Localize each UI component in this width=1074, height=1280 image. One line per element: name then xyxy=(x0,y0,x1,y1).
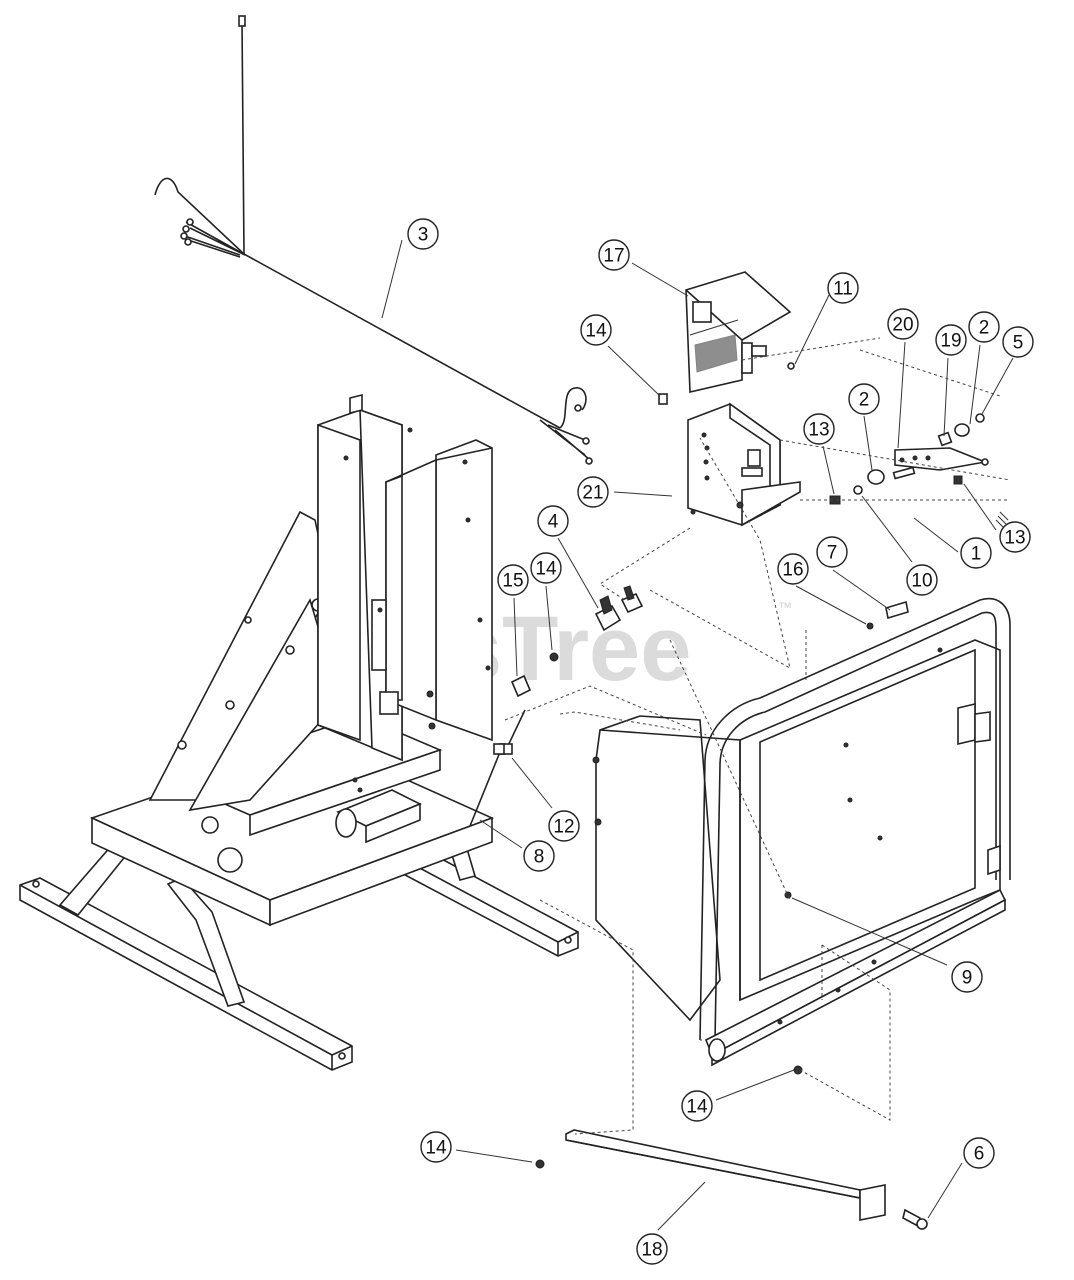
callout-14: 14 xyxy=(681,1090,713,1122)
callout-circle xyxy=(906,564,938,596)
callout-circle xyxy=(598,239,630,271)
callout-number: 9 xyxy=(962,968,973,989)
callout-circle xyxy=(580,314,612,346)
callout-number: 15 xyxy=(502,571,523,592)
callout-circle xyxy=(548,810,580,842)
callout-number: 13 xyxy=(808,420,829,441)
callout-9: 9 xyxy=(951,961,983,993)
callout-circle xyxy=(951,961,983,993)
callout-circle xyxy=(848,383,880,415)
callout-number: 14 xyxy=(585,321,607,342)
callout-circle xyxy=(530,552,562,584)
callout-21: 21 xyxy=(577,476,609,508)
callout-2: 2 xyxy=(848,383,880,415)
callout-circle xyxy=(935,324,967,356)
callout-number: 14 xyxy=(686,1097,708,1118)
callout-number: 12 xyxy=(553,817,574,838)
callout-10: 10 xyxy=(906,564,938,596)
callout-circle xyxy=(420,1131,452,1163)
callout-number: 1 xyxy=(971,544,982,565)
hopper-box xyxy=(592,597,1011,1075)
callout-number: 11 xyxy=(833,279,853,300)
control-box xyxy=(658,271,801,527)
callout-number: 5 xyxy=(1013,333,1024,354)
callout-number: 17 xyxy=(603,246,624,267)
callout-number: 2 xyxy=(859,390,870,411)
callout-circle xyxy=(968,311,1000,343)
callout-number: 8 xyxy=(534,847,545,868)
latch-hardware xyxy=(829,413,1009,529)
bolts xyxy=(469,709,526,827)
callout-11: 11 xyxy=(827,272,859,304)
callout-circle xyxy=(963,1137,995,1169)
callout-circle xyxy=(887,308,919,340)
callout-number: 18 xyxy=(641,1240,662,1261)
callout-circle xyxy=(1002,326,1034,358)
callout-circle xyxy=(636,1233,668,1265)
callout-19: 19 xyxy=(935,324,967,356)
callout-circle xyxy=(777,553,809,585)
callout-number: 6 xyxy=(974,1144,985,1165)
callout-16: 16 xyxy=(777,553,809,585)
callout-number: 2 xyxy=(979,318,990,339)
watermark-trademark: ™ xyxy=(778,599,792,615)
callout-number: 14 xyxy=(425,1138,447,1159)
callout-circle xyxy=(999,521,1031,553)
callout-circle xyxy=(577,476,609,508)
callout-3: 3 xyxy=(407,218,439,250)
callout-6: 6 xyxy=(963,1137,995,1169)
callout-number: 16 xyxy=(782,560,803,581)
wire-harness xyxy=(154,15,593,465)
callout-circle xyxy=(407,218,439,250)
callout-14: 14 xyxy=(530,552,562,584)
callout-14: 14 xyxy=(420,1131,452,1163)
callout-circle xyxy=(497,564,529,596)
brace-bar xyxy=(535,1129,928,1230)
knobs-and-clips xyxy=(510,585,909,698)
callout-number: 14 xyxy=(535,559,557,580)
callout-17: 17 xyxy=(598,239,630,271)
callout-number: 19 xyxy=(940,331,961,352)
callout-7: 7 xyxy=(816,536,848,568)
callout-18: 18 xyxy=(636,1233,668,1265)
callout-number: 21 xyxy=(582,483,603,504)
callout-number: 7 xyxy=(827,543,838,564)
callout-15: 15 xyxy=(497,564,529,596)
callout-circle xyxy=(523,840,555,872)
callout-5: 5 xyxy=(1002,326,1034,358)
callout-number: 20 xyxy=(892,315,913,336)
callout-circle xyxy=(960,537,992,569)
callout-circle xyxy=(681,1090,713,1122)
callout-number: 4 xyxy=(548,512,559,533)
callout-number: 10 xyxy=(911,571,932,592)
callout-8: 8 xyxy=(523,840,555,872)
chute-assembly xyxy=(317,393,493,762)
leader-lines xyxy=(381,239,1014,1231)
callout-number: 13 xyxy=(1004,528,1025,549)
callout-12: 12 xyxy=(548,810,580,842)
stand-frame xyxy=(19,510,579,1071)
callout-4: 4 xyxy=(537,505,569,537)
callout-13: 13 xyxy=(999,521,1031,553)
callout-14: 14 xyxy=(580,314,612,346)
callout-number: 3 xyxy=(418,225,429,246)
callout-1: 1 xyxy=(960,537,992,569)
callout-2: 2 xyxy=(968,311,1000,343)
callout-circle xyxy=(803,413,835,445)
callout-13: 13 xyxy=(803,413,835,445)
callout-20: 20 xyxy=(887,308,919,340)
callout-circle xyxy=(827,272,859,304)
callout-circle xyxy=(537,505,569,537)
callout-circle xyxy=(816,536,848,568)
